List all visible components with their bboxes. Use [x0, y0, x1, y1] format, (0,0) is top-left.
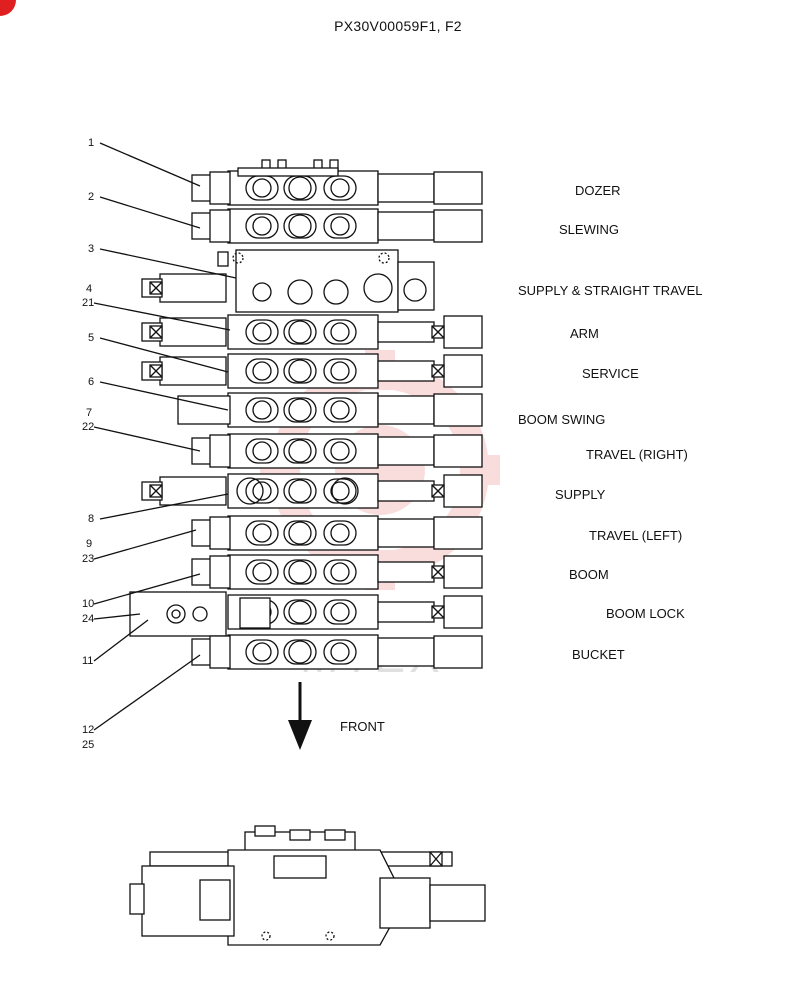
section-label: BOOM SWING — [518, 412, 605, 427]
callout-number: 12 — [82, 724, 94, 736]
callout-number: 22 — [82, 421, 94, 433]
callout-number: 7 — [86, 407, 92, 419]
section-label: BOOM — [569, 567, 609, 582]
corner-mark — [0, 0, 16, 16]
leader-line — [93, 613, 141, 620]
side-view — [129, 825, 486, 946]
leader-line — [99, 337, 229, 373]
callout-number: 8 — [88, 513, 94, 525]
valve-section — [177, 392, 483, 428]
leader-line — [99, 196, 201, 229]
valve-section — [141, 314, 483, 350]
callout-number: 24 — [82, 613, 94, 625]
valve-stack — [129, 159, 483, 670]
section-labels: DOZER SLEWING SUPPLY & STRAIGHT TRAVEL ARM S… — [518, 183, 702, 662]
leader-line — [99, 381, 229, 411]
valve-section — [191, 634, 483, 670]
callout-number: 4 — [86, 283, 92, 295]
leader-line — [99, 248, 237, 279]
front-label: FRONT — [340, 719, 385, 734]
valve-section — [141, 473, 483, 509]
section-label: BUCKET — [572, 647, 625, 662]
section-label: TRAVEL (RIGHT) — [586, 447, 688, 462]
section-label: SUPPLY & STRAIGHT TRAVEL — [518, 283, 702, 298]
callout-number: 10 — [82, 598, 94, 610]
callout-number: 5 — [88, 332, 94, 344]
drawing-title: PX30V00059F1, F2 — [334, 18, 462, 34]
section-label: SLEWING — [559, 222, 619, 237]
section-label: SERVICE — [582, 366, 639, 381]
valve-section — [141, 249, 435, 313]
valve-section — [191, 208, 483, 244]
section-label: DOZER — [575, 183, 621, 198]
leader-line — [99, 142, 201, 187]
valve-section — [141, 353, 483, 389]
leader-line — [99, 493, 229, 520]
leader-line — [93, 426, 201, 452]
valve-section — [129, 591, 483, 637]
callout-number: 2 — [88, 191, 94, 203]
leader-line — [93, 529, 197, 560]
section-label: SUPPLY — [555, 487, 606, 502]
callout-number: 11 — [82, 655, 93, 667]
section-label: BOOM LOCK — [606, 606, 685, 621]
leader-line — [93, 654, 201, 731]
callout-number: 3 — [88, 243, 94, 255]
section-label: TRAVEL (LEFT) — [589, 528, 682, 543]
front-arrow — [288, 682, 312, 750]
leader-line — [93, 302, 231, 331]
valve-section — [191, 433, 483, 469]
leader-line — [93, 619, 149, 662]
callout-number: 23 — [82, 553, 94, 565]
callout-number: 1 — [88, 137, 94, 149]
callout-number: 21 — [82, 297, 94, 309]
valve-section — [191, 170, 483, 206]
callout-number: 25 — [82, 739, 94, 751]
callout-number: 9 — [86, 538, 92, 550]
valve-section — [191, 515, 483, 551]
callout-number: 6 — [88, 376, 94, 388]
leader-line — [93, 573, 201, 605]
section-label: ARM — [570, 326, 599, 341]
valve-section — [191, 554, 483, 590]
